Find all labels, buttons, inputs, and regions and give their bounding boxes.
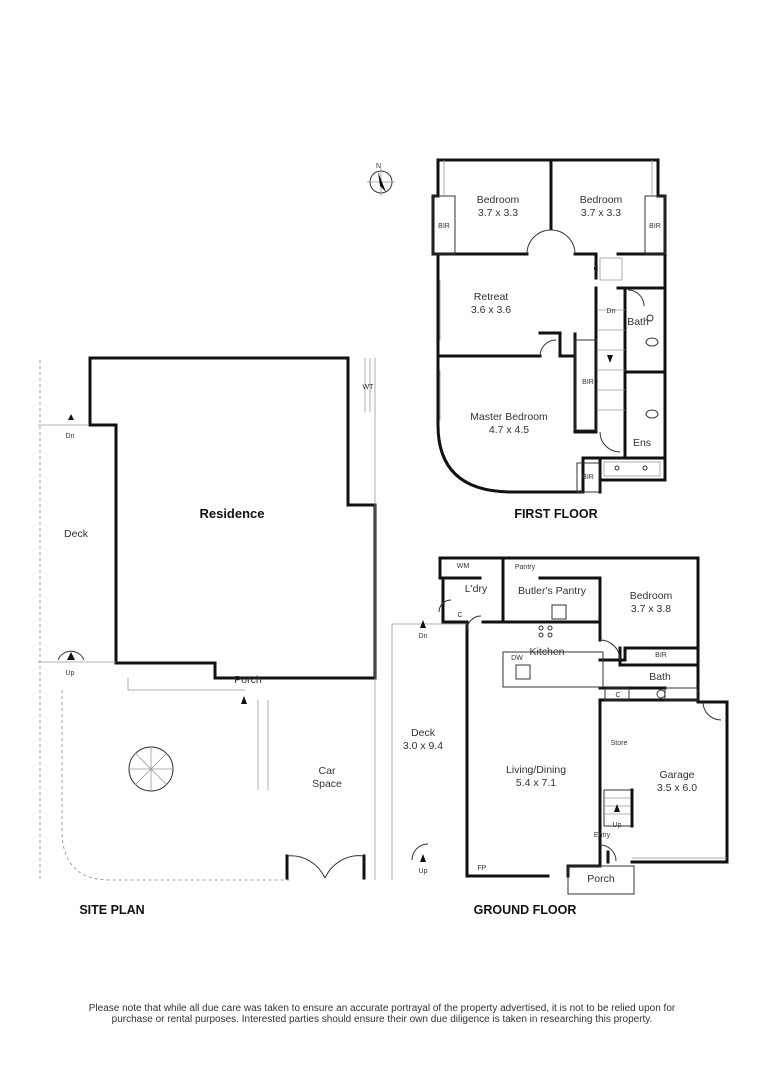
basin-icon (642, 465, 648, 471)
retreat-name: Retreat (474, 291, 509, 303)
first-floor-plan: Bedroom 3.7 x 3.3 Bedroom 3.7 x 3.3 Retr… (431, 158, 667, 521)
site-plan: Residence Dn Up WT (38, 356, 377, 917)
car-space-label-line1: Car (319, 765, 336, 777)
stair-arrow-icon (607, 355, 613, 363)
bedroom-name: Bedroom (630, 590, 673, 602)
bedroom-1-name: Bedroom (477, 194, 520, 206)
basin-icon (614, 465, 620, 471)
up-arrow-icon (67, 652, 75, 660)
kitchen-label: Kitchen (529, 646, 564, 658)
deck-label: Deck (64, 528, 89, 540)
washing-machine-label: WM (457, 563, 470, 570)
up-arrow-icon (614, 804, 620, 812)
vanity-basin-icon (646, 314, 654, 322)
deck-name: Deck (411, 727, 436, 739)
water-tank-label: WT (363, 384, 375, 391)
porch-label: Porch (587, 873, 615, 885)
bir-label: BIR (438, 223, 450, 230)
down-arrow-icon (68, 414, 74, 420)
down-arrow-icon (420, 620, 426, 628)
cupboard-label: C (457, 612, 462, 619)
butlers-pantry-label: Butler's Pantry (518, 585, 587, 597)
cupboard-label: C (593, 266, 598, 273)
up-label: Up (66, 670, 75, 677)
bedroom-size: 3.7 x 3.8 (631, 603, 671, 615)
living-dining-size: 5.4 x 7.1 (516, 777, 556, 789)
garage-size: 3.5 x 6.0 (657, 782, 697, 794)
ground-floor-heading: GROUND FLOOR (474, 903, 577, 917)
toilet-icon (645, 337, 659, 347)
ground-floor-plan: WM L'dry C Pantry Butler's Pantry Bedroo… (391, 556, 729, 917)
master-bedroom-name: Master Bedroom (470, 411, 548, 423)
bir-label: BIR (655, 652, 667, 659)
first-floor-heading: FIRST FLOOR (514, 507, 597, 521)
bir-label: BIR (649, 223, 661, 230)
cooktop-icon (538, 625, 553, 638)
up-arrow-icon (241, 696, 247, 704)
up-label: Up (613, 822, 622, 829)
entry-label: Entry (594, 832, 611, 839)
north-arrow-icon (378, 172, 386, 192)
site-plan-heading: SITE PLAN (79, 903, 144, 917)
down-label: Dn (607, 308, 616, 315)
dishwasher-label: DW (511, 655, 523, 662)
bedroom-2-size: 3.7 x 3.3 (581, 207, 621, 219)
cupboard-label: C (615, 692, 620, 699)
porch-label: Porch (234, 674, 262, 686)
up-label: Up (419, 868, 428, 875)
bir-label: BIR (582, 474, 594, 481)
tree-icon (128, 746, 174, 792)
car-space-label-line2: Space (312, 778, 342, 790)
deck-size: 3.0 x 9.4 (403, 740, 443, 752)
retreat-size: 3.6 x 3.6 (471, 304, 511, 316)
down-label: Dn (419, 633, 428, 640)
laundry-label: L'dry (465, 583, 488, 595)
garage-name: Garage (659, 769, 694, 781)
bir-label: BIR (582, 379, 594, 386)
pantry-label: Pantry (515, 564, 536, 571)
disclaimer-text: Please note that while all due care was … (88, 1003, 676, 1025)
down-label: Dn (66, 433, 75, 440)
ensuite-label: Ens (633, 437, 651, 449)
toilet-icon (656, 689, 666, 699)
up-arrow-icon (420, 854, 426, 862)
master-bedroom-size: 4.7 x 4.5 (489, 424, 529, 436)
store-label: Store (611, 740, 628, 747)
bath-label: Bath (649, 671, 671, 683)
compass: N (367, 163, 395, 196)
bedroom-2-name: Bedroom (580, 194, 623, 206)
sink-icon (551, 604, 567, 620)
bedroom-1-size: 3.7 x 3.3 (478, 207, 518, 219)
residence-label: Residence (199, 506, 264, 521)
compass-north-label: N (376, 163, 381, 170)
toilet-icon (645, 409, 659, 419)
dishwasher-icon (515, 664, 531, 680)
bath-label: Bath (627, 316, 649, 328)
living-dining-name: Living/Dining (506, 764, 566, 776)
fireplace-label: FP (478, 865, 487, 872)
